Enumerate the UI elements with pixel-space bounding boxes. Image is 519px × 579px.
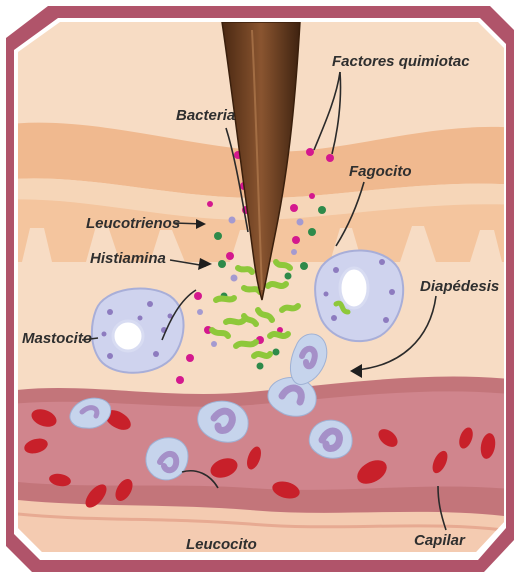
label-leucocito: Leucocito [186, 536, 257, 553]
label-diapedesis: Diapédesis [420, 278, 499, 295]
mastocyte-cell [92, 288, 184, 372]
label-fagocito: Fagocito [349, 163, 412, 180]
label-capilar: Capilar [414, 532, 466, 549]
label-mastocito: Mastocito [22, 330, 92, 347]
label-factores-quimiotacticos: Factores quimiotac [332, 53, 470, 70]
phagocyte-cell [315, 250, 403, 341]
label-leucotrienos: Leucotrienos [86, 215, 180, 232]
label-histiamina: Histiamina [90, 250, 166, 267]
label-bacteria: Bacteria [176, 107, 235, 124]
